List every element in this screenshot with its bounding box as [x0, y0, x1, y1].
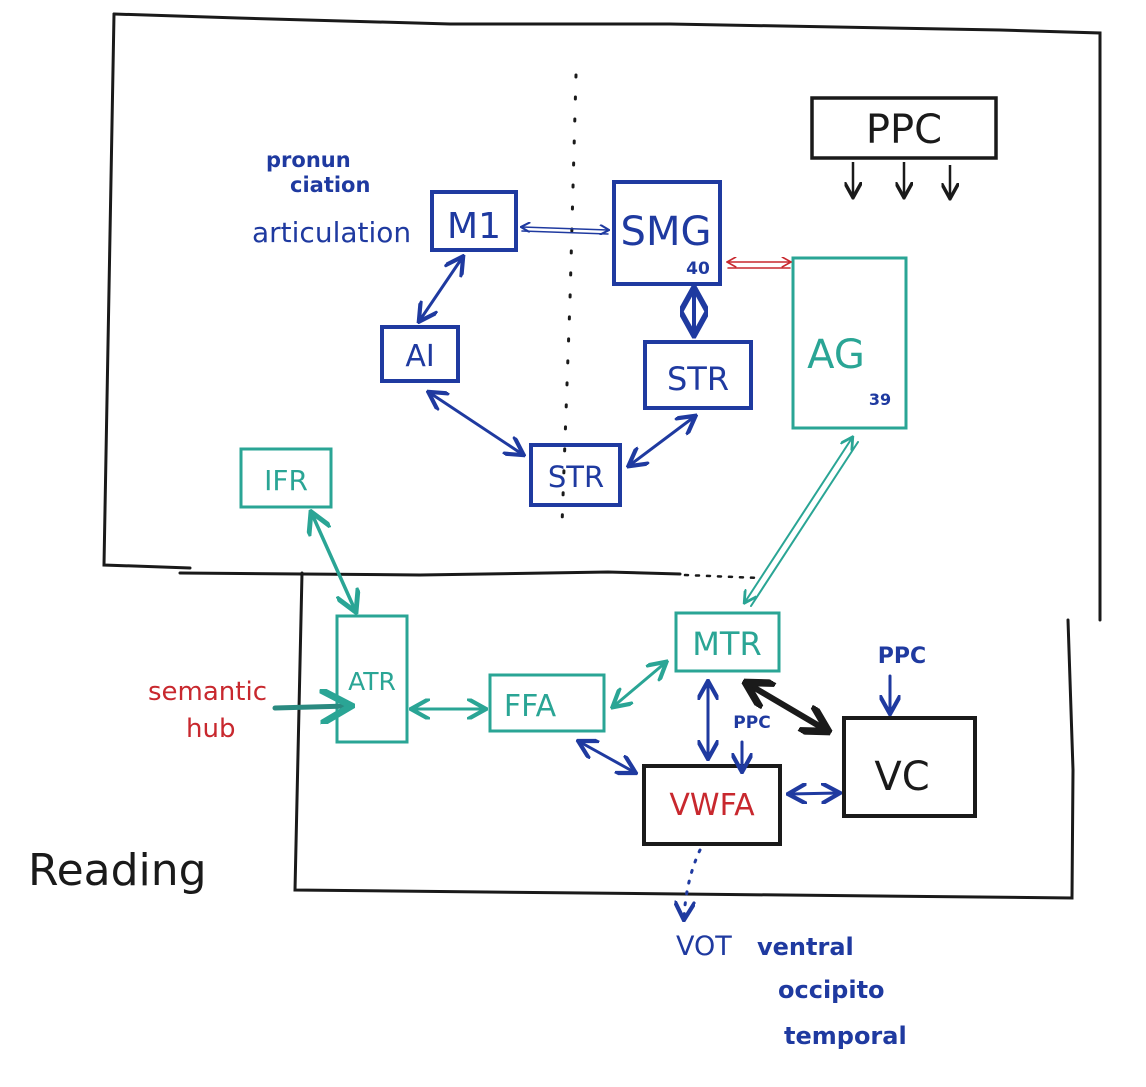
vc-node[interactable]: VC	[842, 716, 977, 818]
edge-smg-ag	[728, 262, 790, 269]
pronunciation-annotation: pronun ciation articulation	[252, 148, 411, 249]
vot-line-3: temporal	[784, 1022, 907, 1050]
articulation-label: articulation	[252, 216, 411, 249]
pronunciation-line-1: pronun	[266, 148, 351, 172]
vot-line-1: ventral	[757, 933, 854, 961]
ifr-node[interactable]: IFR	[239, 447, 333, 509]
bottom-region-outline	[293, 571, 1075, 900]
ffa-box	[488, 673, 606, 733]
smg-box	[612, 180, 722, 286]
diagram-title: Reading	[28, 845, 207, 896]
ag-box	[791, 256, 908, 430]
str-bottom-label: STR	[548, 460, 604, 494]
vc-box	[842, 716, 977, 818]
vot-line-2: occipito	[778, 976, 885, 1004]
edge-semantic-atr	[272, 706, 348, 708]
ppc-box	[810, 96, 998, 160]
pronunciation-line-2: ciation	[290, 173, 370, 197]
str-bottom-node[interactable]: STR	[529, 443, 622, 507]
hemisphere-divider	[560, 73, 578, 527]
edge-vwfa-vot	[684, 848, 702, 918]
edge-m1-ai	[420, 258, 462, 320]
edge-mtr-vc	[748, 684, 826, 730]
smg-brodmann-area: 40	[686, 259, 710, 279]
ag-node[interactable]: AG 39	[791, 256, 908, 430]
ai-node[interactable]: AI	[380, 325, 460, 383]
edge-ai-str	[430, 393, 522, 454]
m1-node[interactable]: M1	[430, 190, 518, 252]
semantic-hub-line-1: semantic	[148, 677, 267, 707]
ffa-label: FFA	[504, 689, 557, 724]
ag-brodmann-area: 39	[869, 390, 891, 409]
semantic-hub-annotation: semantic hub	[148, 677, 267, 744]
vot-abbrev: VOT	[676, 931, 732, 962]
edge-ffa-mtr	[614, 663, 665, 706]
ffa-node[interactable]: FFA	[488, 673, 606, 733]
ifr-label: IFR	[264, 464, 308, 497]
ppc-node[interactable]: PPC	[810, 96, 998, 160]
edge-ag-mtr	[745, 438, 859, 607]
top-region-outline	[112, 12, 1102, 622]
m1-label: M1	[447, 206, 501, 247]
edge-vwfa-vc	[790, 793, 838, 794]
ifr-box	[239, 447, 333, 509]
mtr-node[interactable]: MTR	[674, 611, 781, 673]
mtr-label: MTR	[692, 625, 761, 663]
semantic-hub-line-2: hub	[186, 714, 235, 744]
vwfa-box	[642, 764, 782, 846]
edges	[272, 227, 890, 918]
ag-label: AG	[807, 332, 865, 378]
str-right-node[interactable]: STR	[643, 340, 753, 410]
smg-label: SMG	[621, 209, 712, 255]
vot-annotation: VOT ventral occipito temporal	[676, 931, 907, 1050]
vc-label: VC	[874, 754, 929, 800]
ai-label: AI	[405, 339, 434, 374]
vwfa-node[interactable]: VWFA	[642, 764, 782, 846]
edge-ffa-vwfa	[580, 742, 634, 772]
mtr-box	[674, 611, 781, 673]
vwfa-label: VWFA	[669, 788, 755, 823]
atr-box	[335, 614, 409, 744]
ppc-label-vc: PPC	[878, 644, 926, 669]
edge-ifr-atr	[312, 514, 355, 610]
ppc-label: PPC	[866, 107, 942, 153]
ppc-label-vwfa: PPC	[733, 713, 770, 733]
top-region-bottom-edge	[178, 570, 682, 577]
str-right-box	[643, 340, 753, 410]
str-right-label: STR	[667, 360, 729, 398]
atr-node[interactable]: ATR	[335, 614, 409, 744]
atr-label: ATR	[348, 667, 396, 696]
str-bottom-box	[529, 443, 622, 507]
top-region-left-edge	[102, 12, 192, 570]
ppc-output-arrows	[853, 162, 950, 197]
edge-str-str	[630, 417, 694, 465]
smg-node[interactable]: SMG 40	[612, 180, 722, 286]
edge-m1-smg	[522, 227, 608, 234]
top-region-dotted-end	[683, 573, 762, 580]
outer-frame	[102, 12, 1102, 900]
ai-box	[380, 325, 460, 383]
m1-box	[430, 190, 518, 252]
